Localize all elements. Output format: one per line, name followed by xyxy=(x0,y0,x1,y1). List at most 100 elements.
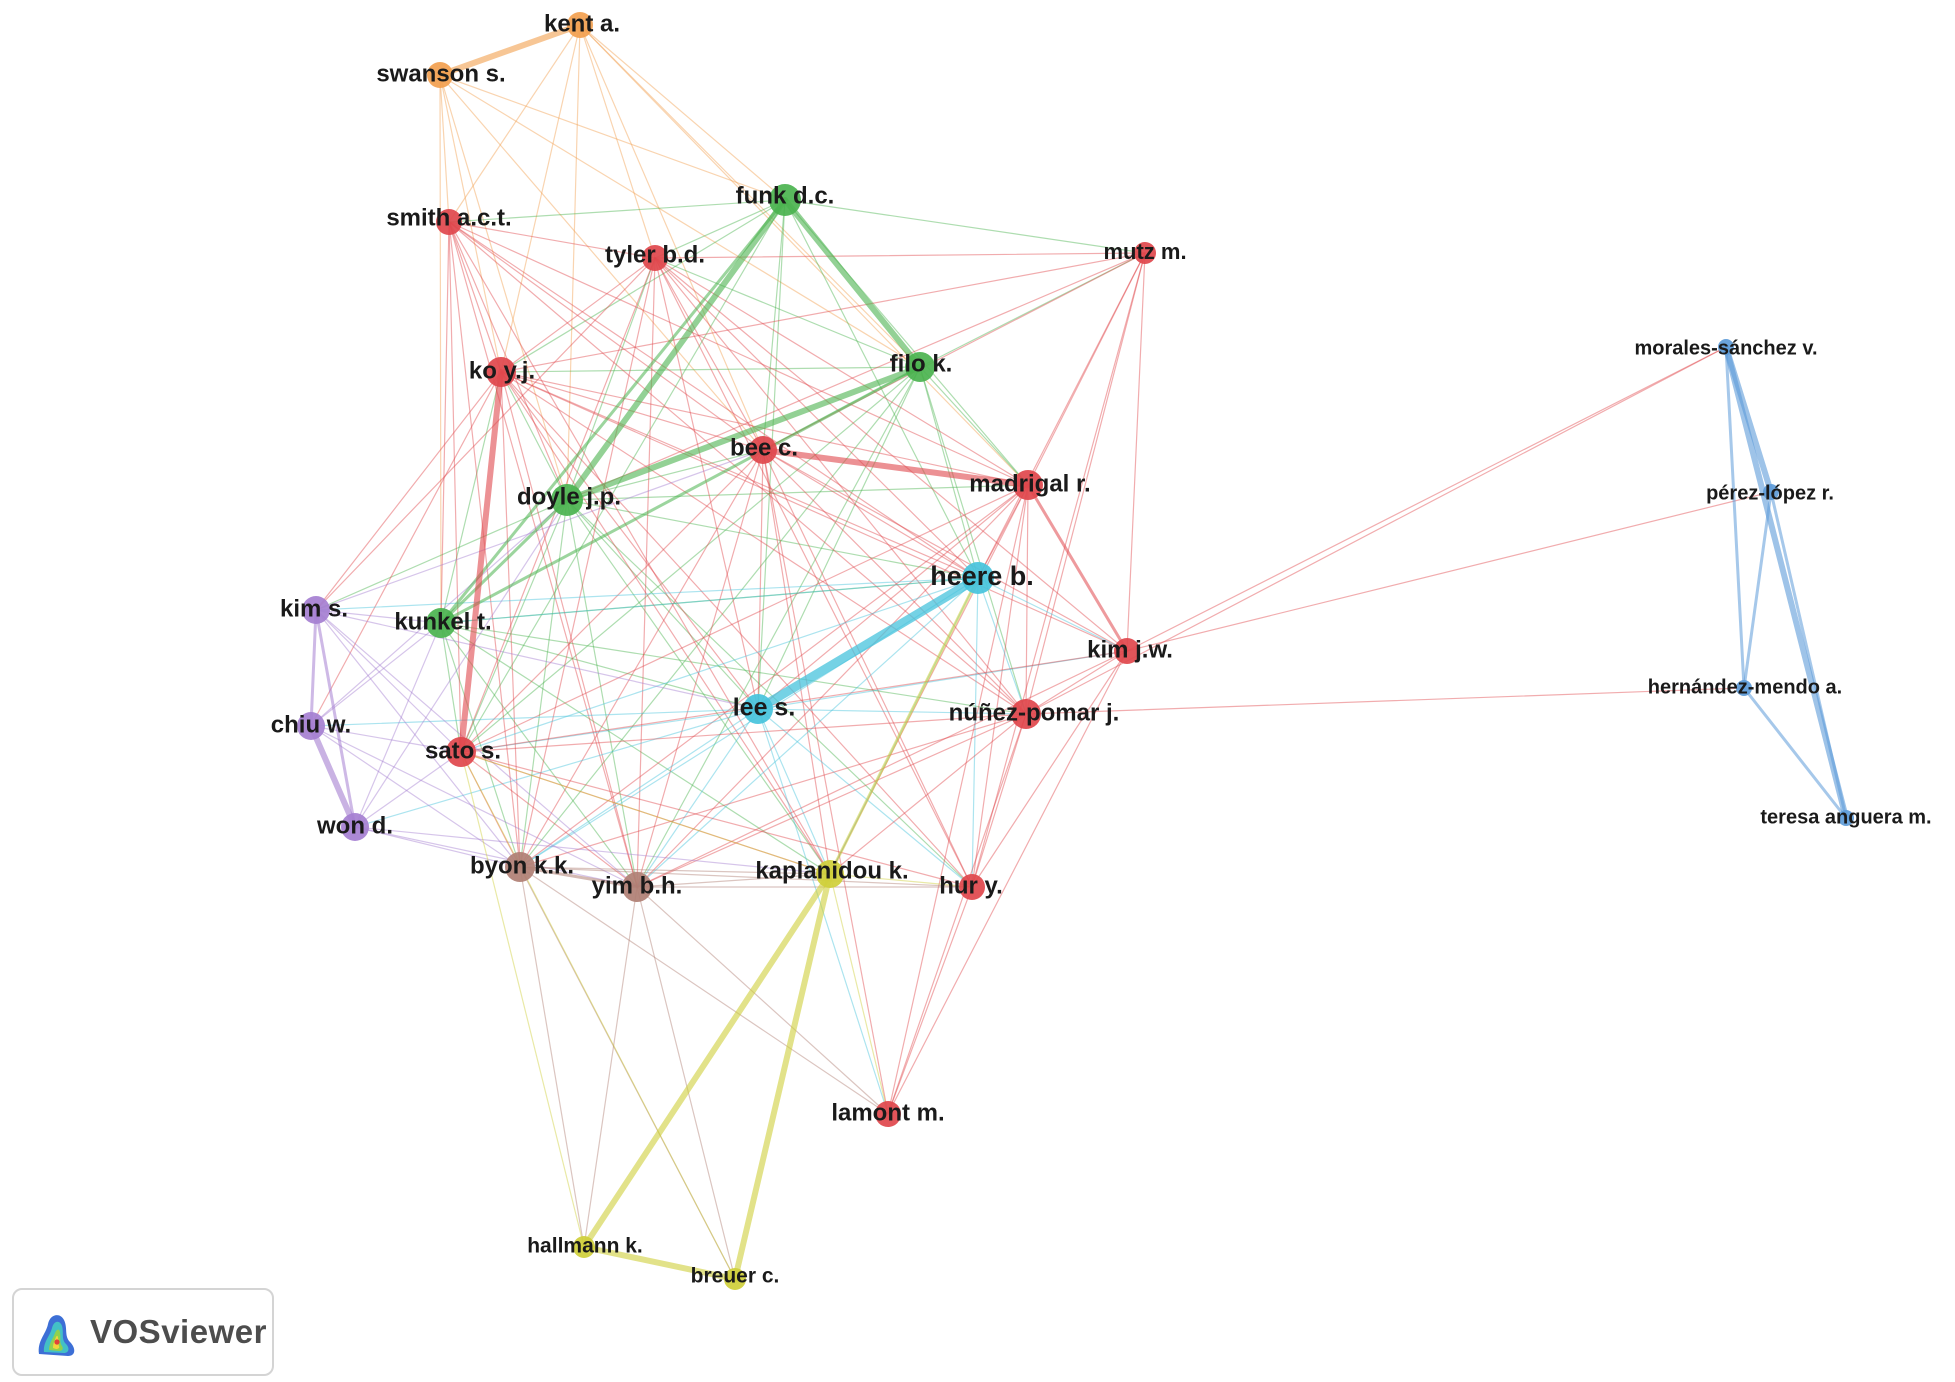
node-kimjw[interactable] xyxy=(1114,638,1140,664)
link-swanson-doyle xyxy=(439,74,568,501)
link-lee-sato xyxy=(460,708,759,753)
node-sato[interactable] xyxy=(446,737,476,767)
node-label-yim[interactable]: yim b.h. xyxy=(592,872,683,899)
node-tyler[interactable] xyxy=(642,245,668,271)
node-ko[interactable] xyxy=(486,357,516,387)
link-lee-nunez xyxy=(757,708,1027,715)
node-label-funk[interactable]: funk d.c. xyxy=(736,182,835,209)
node-smith[interactable] xyxy=(436,209,462,235)
node-label-kims[interactable]: kim s. xyxy=(280,595,348,622)
link-doyle-madrigal xyxy=(566,484,1029,501)
link-ko-lee xyxy=(500,371,759,710)
links-layer xyxy=(308,22,1849,1282)
node-label-hallmann[interactable]: hallmann k. xyxy=(527,1235,643,1258)
link-won-sato xyxy=(354,751,462,828)
link-smith-ko xyxy=(448,221,502,373)
link-doyle-yim xyxy=(566,499,638,888)
node-label-breuer[interactable]: breuer c. xyxy=(691,1265,780,1288)
node-hur[interactable] xyxy=(959,874,985,900)
link-madrigal-hur xyxy=(971,484,1029,888)
link-sato-yim xyxy=(460,751,638,888)
node-madrigal[interactable] xyxy=(1013,470,1043,500)
node-byon[interactable] xyxy=(505,852,535,882)
node-label-madrigal[interactable]: madrigal r. xyxy=(969,470,1090,497)
node-label-kent[interactable]: kent a. xyxy=(544,10,620,37)
node-heere[interactable] xyxy=(962,562,994,594)
link-ko-kims xyxy=(315,371,502,611)
link-tyler-byon xyxy=(519,257,656,868)
node-label-tyler[interactable]: tyler b.d. xyxy=(605,241,705,268)
node-label-lee[interactable]: lee s. xyxy=(733,694,796,722)
node-doyle[interactable] xyxy=(551,484,583,516)
link-ko-hur xyxy=(500,371,973,888)
node-label-hur[interactable]: hur y. xyxy=(939,872,1003,899)
node-label-bee[interactable]: bee c. xyxy=(730,434,798,461)
link-smith-bee xyxy=(448,221,764,451)
link-kims-kunkel xyxy=(315,609,442,624)
link-filo-sato xyxy=(460,366,921,753)
link-perez-hernandez xyxy=(1742,490,1773,690)
node-label-lamont[interactable]: lamont m. xyxy=(831,1099,944,1126)
node-label-byon[interactable]: byon k.k. xyxy=(470,852,574,879)
node-label-chiu[interactable]: chiu w. xyxy=(271,711,351,738)
node-teresa[interactable] xyxy=(1838,810,1854,826)
node-lee[interactable] xyxy=(743,694,773,724)
node-kims[interactable] xyxy=(302,596,330,624)
node-label-kimjw[interactable]: kim j.w. xyxy=(1087,636,1173,663)
node-chiu[interactable] xyxy=(297,712,325,740)
link-ko-heere xyxy=(500,371,979,579)
link-mutz-tyler xyxy=(654,252,1146,259)
node-bee[interactable] xyxy=(749,436,777,464)
node-won[interactable] xyxy=(341,813,369,841)
node-label-perez[interactable]: pérez-lópez r. xyxy=(1706,482,1834,504)
link-madrigal-lamont xyxy=(887,484,1029,1115)
node-filo[interactable] xyxy=(905,352,935,382)
link-byon-breuer xyxy=(519,866,736,1280)
node-label-won[interactable]: won d. xyxy=(316,812,393,839)
node-label-sato[interactable]: sato s. xyxy=(425,737,501,764)
link-won-yim xyxy=(354,826,638,888)
link-doyle-tyler xyxy=(566,257,656,501)
node-label-nunez[interactable]: núñez-pomar j. xyxy=(949,699,1120,726)
link-doyle-hur xyxy=(566,499,973,888)
node-hallmann[interactable] xyxy=(573,1236,595,1258)
node-label-smith[interactable]: smith a.c.t. xyxy=(386,204,511,231)
node-kaplanidou[interactable] xyxy=(816,860,844,888)
node-mutz[interactable] xyxy=(1134,242,1156,264)
node-breuer[interactable] xyxy=(724,1268,746,1290)
node-label-hernandez[interactable]: hernández-mendo a. xyxy=(1648,676,1842,698)
node-label-kaplanidou[interactable]: kaplanidou k. xyxy=(755,857,908,884)
link-kunkel-kaplanidou xyxy=(440,622,831,875)
link-byon-hallmann xyxy=(519,866,585,1248)
node-morales[interactable] xyxy=(1718,339,1734,355)
link-kims-bee xyxy=(315,449,764,611)
link-kunkel-ko xyxy=(440,371,502,624)
node-label-teresa[interactable]: teresa anguera m. xyxy=(1760,806,1931,828)
node-label-filo[interactable]: filo k. xyxy=(890,350,953,377)
node-label-mutz[interactable]: mutz m. xyxy=(1103,239,1186,264)
node-perez[interactable] xyxy=(1763,484,1779,500)
link-nunez-sato xyxy=(460,713,1027,753)
link-kunkel-byon xyxy=(440,622,521,868)
link-bee-madrigal xyxy=(760,447,1031,488)
node-label-doyle[interactable]: doyle j.p. xyxy=(517,483,621,510)
node-yim[interactable] xyxy=(622,872,652,902)
link-heere-kunkel xyxy=(440,577,979,624)
node-label-morales[interactable]: morales-sánchez v. xyxy=(1634,337,1817,359)
link-tyler-lee xyxy=(654,257,759,710)
node-nunez[interactable] xyxy=(1011,699,1041,729)
node-lamont[interactable] xyxy=(875,1101,901,1127)
node-label-kunkel[interactable]: kunkel t. xyxy=(394,608,491,635)
node-label-swanson[interactable]: swanson s. xyxy=(376,60,505,87)
node-hernandez[interactable] xyxy=(1736,680,1752,696)
node-funk[interactable] xyxy=(769,184,801,216)
node-label-heere[interactable]: heere b. xyxy=(930,561,1034,591)
node-label-ko[interactable]: ko y.j. xyxy=(469,357,535,384)
link-tyler-kimjw xyxy=(654,257,1128,652)
link-tyler-kims xyxy=(315,257,656,611)
link-filo-mutz xyxy=(919,252,1146,368)
link-funk-filo xyxy=(782,197,923,370)
node-kunkel[interactable] xyxy=(426,608,456,638)
node-kent[interactable] xyxy=(567,12,593,38)
node-swanson[interactable] xyxy=(427,62,453,88)
